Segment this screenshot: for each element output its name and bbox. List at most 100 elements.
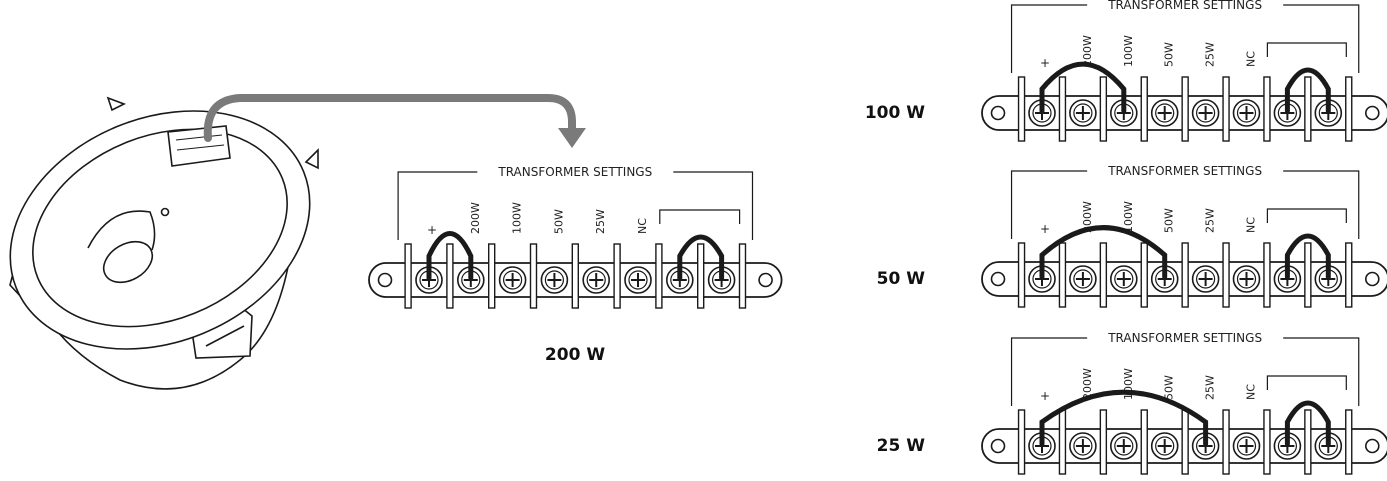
terminal-barrier: [571, 243, 579, 309]
panel-title: TRANSFORMER SETTINGS: [1107, 164, 1262, 178]
terminal-barrier: [1181, 76, 1189, 142]
jumper-bracket: [659, 209, 741, 224]
terminal-barrier: [1263, 242, 1271, 308]
terminal-barrier: [1181, 409, 1189, 475]
terminal-label: NC: [636, 218, 649, 234]
terminal-barrier: [1345, 409, 1353, 475]
terminal-label: 50W: [1163, 208, 1176, 233]
terminal-label: 100W: [1122, 368, 1135, 400]
terminal-label: 100W: [1122, 35, 1135, 67]
terminal-barrier: [1099, 409, 1108, 475]
terminal-screw: [1150, 432, 1179, 460]
terminal-screw: [1069, 99, 1097, 127]
callout-arrow: [203, 94, 586, 148]
tap-jumper-wire: [1039, 61, 1127, 114]
terminal-barrier: [613, 243, 621, 309]
terminal-label: 200W: [1081, 368, 1094, 400]
terminal-label: NC: [1245, 51, 1258, 67]
terminal-label: 25W: [1204, 42, 1217, 67]
fixed-jumper-wire: [1284, 233, 1331, 280]
terminal-label: 50W: [552, 209, 565, 234]
terminal-barrier: [1345, 242, 1353, 308]
title-bracket: [1010, 337, 1360, 406]
terminal-barrier: [1058, 409, 1067, 475]
terminal-barrier: [1181, 242, 1189, 308]
title-bracket: [1010, 170, 1360, 239]
terminal-barrier: [1140, 76, 1148, 142]
terminal-barrier: [488, 243, 496, 309]
terminal-label: +: [1040, 56, 1050, 70]
mounting-hole: [1365, 105, 1380, 121]
terminal-label: 200W: [1081, 35, 1094, 67]
terminal-barrier: [1017, 409, 1026, 475]
terminal-label: 50W: [1163, 42, 1176, 67]
terminal-barrier: [1222, 76, 1230, 142]
terminal-label: +: [427, 223, 437, 237]
wattage-caption: 50 W: [877, 269, 926, 289]
jumper-bracket: [1266, 208, 1347, 223]
terminal-label: 200W: [469, 202, 482, 234]
wattage-caption: 200 W: [545, 345, 605, 365]
terminal-barrier: [1263, 76, 1271, 142]
terminal-screw: [1150, 99, 1179, 127]
terminal-screw: [582, 266, 611, 294]
terminal-screw: [1191, 265, 1220, 293]
terminal-label: NC: [1245, 384, 1258, 400]
wattage-caption: 25 W: [877, 436, 926, 456]
terminal-panel-50w: +200W 100W 50W 25W NC TRANSFORMER SETTINGS 50 …: [877, 162, 1387, 308]
terminal-barrier: [1058, 242, 1067, 308]
mounting-hole: [377, 272, 393, 288]
terminal-screw: [1069, 265, 1097, 293]
terminal-label: 25W: [1204, 375, 1217, 400]
terminal-label: +: [1040, 389, 1050, 403]
terminal-barrier: [697, 243, 705, 309]
mounting-hole: [1365, 438, 1380, 454]
tap-jumper-wire: [1039, 389, 1209, 447]
terminal-barrier: [1099, 76, 1108, 142]
terminal-barrier: [738, 243, 747, 309]
tap-jumper-wire: [426, 231, 474, 281]
terminal-screw: [498, 266, 527, 294]
terminal-screw: [1232, 99, 1261, 127]
terminal-barrier: [655, 243, 663, 309]
terminal-label: 100W: [511, 202, 524, 234]
terminal-label: 50W: [1163, 375, 1176, 400]
fixed-jumper-wire: [677, 234, 725, 281]
jumper-bracket: [1266, 375, 1347, 390]
terminal-label: 200W: [1081, 201, 1094, 233]
speaker-illustration: [9, 96, 319, 390]
terminal-screw: [1069, 432, 1097, 460]
terminal-barrier: [1222, 409, 1230, 475]
terminal-barrier: [1140, 409, 1148, 475]
terminal-screw: [624, 266, 652, 294]
terminal-barrier: [1099, 242, 1108, 308]
terminal-label: +: [1040, 222, 1050, 236]
terminal-barrier: [1304, 76, 1312, 142]
terminal-screw: [1232, 432, 1261, 460]
title-bracket: [397, 171, 754, 240]
terminal-screw: [1191, 99, 1220, 127]
terminal-barrier: [1140, 242, 1148, 308]
terminal-label: 25W: [594, 209, 607, 234]
mounting-hole: [990, 438, 1006, 454]
terminal-barrier: [446, 243, 454, 309]
terminal-barrier: [1017, 242, 1026, 308]
terminal-barrier: [1304, 409, 1312, 475]
terminal-label: 100W: [1122, 201, 1135, 233]
jumper-bracket: [1266, 42, 1347, 57]
terminal-screw: [1232, 265, 1261, 293]
terminal-barrier: [404, 243, 412, 309]
fixed-jumper-wire: [1284, 400, 1331, 447]
terminal-label: 25W: [1204, 208, 1217, 233]
terminal-screw: [1110, 265, 1138, 293]
terminal-screw: [540, 266, 569, 294]
panel-title: TRANSFORMER SETTINGS: [1107, 0, 1262, 12]
terminal-label: NC: [1245, 217, 1258, 233]
terminal-barrier: [1263, 409, 1271, 475]
terminal-barrier: [1222, 242, 1230, 308]
mounting-hole: [758, 272, 773, 288]
mounting-hole: [990, 105, 1006, 121]
